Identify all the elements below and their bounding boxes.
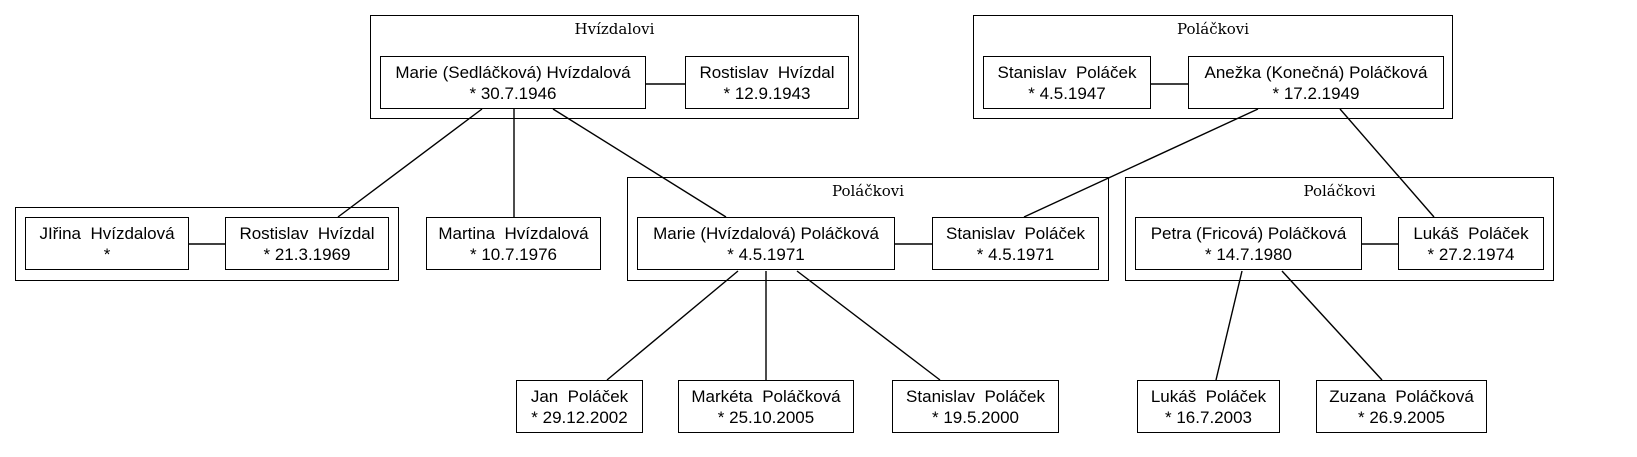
person-name: Marie (Sedláčková) Hvízdalová — [395, 62, 631, 82]
descent-line — [606, 270, 739, 381]
family-title: Poláčkovi — [1176, 20, 1250, 38]
person-box: Lukáš Poláček * 16.7.2003 — [1137, 380, 1280, 433]
person-birth: * 4.5.1971 — [976, 244, 1055, 264]
person-birth: * 21.3.1969 — [263, 244, 351, 264]
person-birth: * 27.2.1974 — [1427, 244, 1515, 264]
person-box: Lukáš Poláček * 27.2.1974 — [1398, 217, 1544, 270]
person-birth: * 30.7.1946 — [469, 83, 557, 103]
person-name: Stanislav Poláček — [906, 386, 1045, 406]
person-box: Stanislav Poláček * 19.5.2000 — [892, 380, 1059, 433]
descent-line — [337, 108, 483, 218]
person-name: Lukáš Poláček — [1413, 223, 1529, 243]
family-title: Poláčkovi — [831, 182, 905, 200]
person-name: Zuzana Poláčková — [1329, 386, 1474, 406]
person-box: Martina Hvízdalová * 10.7.1976 — [426, 217, 601, 270]
descent-line — [796, 270, 941, 381]
family-title: Poláčkovi — [1303, 182, 1376, 200]
person-box: Stanislav Poláček * 4.5.1947 — [983, 56, 1151, 109]
descent-line — [1215, 270, 1243, 381]
person-name: Petra (Fricová) Poláčková — [1150, 223, 1347, 243]
person-box: Rostislav Hvízdal * 12.9.1943 — [685, 56, 849, 109]
person-box: Stanislav Poláček * 4.5.1971 — [932, 217, 1099, 270]
person-name: Stanislav Poláček — [997, 62, 1137, 82]
person-birth: * 4.5.1947 — [1028, 83, 1106, 103]
person-box: Anežka (Konečná) Poláčková * 17.2.1949 — [1188, 56, 1444, 109]
person-birth: * 12.9.1943 — [723, 83, 811, 103]
person-box: Rostislav Hvízdal * 21.3.1969 — [225, 217, 389, 270]
person-birth: * 4.5.1971 — [727, 244, 805, 264]
person-birth: * — [103, 244, 111, 264]
person-name: Martina Hvízdalová — [438, 223, 589, 243]
person-name: Rostislav Hvízdal — [239, 223, 375, 243]
person-name: Stanislav Poláček — [946, 223, 1085, 243]
person-box: Markéta Poláčková * 25.10.2005 — [678, 380, 854, 433]
person-name: Lukáš Poláček — [1150, 386, 1267, 406]
person-birth: * 26.9.2005 — [1358, 407, 1445, 427]
person-name: Rostislav Hvízdal — [699, 62, 835, 82]
person-birth: * 10.7.1976 — [470, 244, 557, 264]
descent-line — [1281, 270, 1383, 381]
person-name: Jan Poláček — [530, 386, 629, 406]
person-birth: * 29.12.2002 — [531, 407, 628, 427]
person-name: JIřina Hvízdalová — [39, 223, 175, 243]
person-name: Anežka (Konečná) Poláčková — [1204, 62, 1428, 82]
person-box: Marie (Hvízdalová) Poláčková * 4.5.1971 — [637, 217, 895, 270]
person-name: Markéta Poláčková — [691, 386, 841, 406]
person-box: JIřina Hvízdalová * — [25, 217, 189, 270]
person-box: Marie (Sedláčková) Hvízdalová * 30.7.194… — [380, 56, 646, 109]
person-birth: * 17.2.1949 — [1272, 83, 1360, 103]
family-title: Hvízdalovi — [574, 20, 655, 38]
person-birth: * 25.10.2005 — [717, 407, 815, 427]
person-birth: * 14.7.1980 — [1205, 244, 1292, 264]
person-name: Marie (Hvízdalová) Poláčková — [653, 223, 879, 243]
person-birth: * 19.5.2000 — [932, 407, 1019, 427]
person-box: Jan Poláček * 29.12.2002 — [516, 380, 643, 433]
person-birth: * 16.7.2003 — [1165, 407, 1252, 427]
person-box: Petra (Fricová) Poláčková * 14.7.1980 — [1135, 217, 1362, 270]
person-box: Zuzana Poláčková * 26.9.2005 — [1316, 380, 1487, 433]
